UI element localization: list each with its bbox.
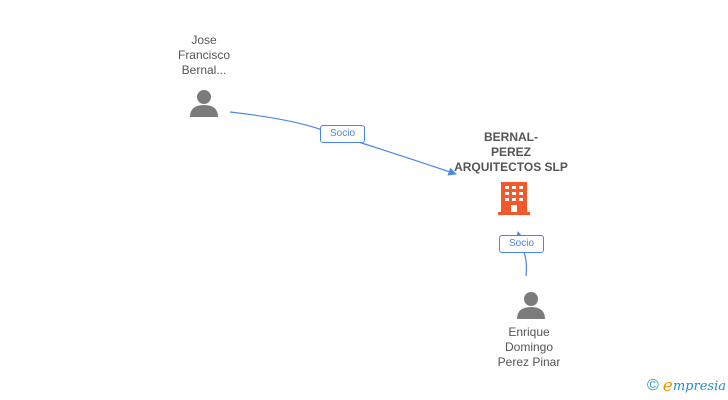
company-name-line-1: BERNAL- [484,130,538,144]
company-name-line-3: ARQUITECTOS SLP [454,160,568,174]
brand-initial: e [662,376,673,396]
person-bottom-name-line-2: Domingo [504,340,554,354]
person-bottom-name-line-3: Perez Pinar [497,355,561,369]
copyright-icon: © [647,377,659,394]
edge-person-top-to-company [229,111,457,176]
person-top-name-line-3: Bernal... [181,63,227,77]
person-top-name[interactable]: Jose Francisco Bernal... [154,33,254,78]
company-name[interactable]: BERNAL- PEREZ ARQUITECTOS SLP [441,130,581,175]
person-icon[interactable] [189,88,219,118]
company-name-line-2: PEREZ [490,145,531,159]
brand-name: mpresia [672,378,726,394]
person-top-name-line-2: Francisco [177,48,230,62]
edge-label-socio-bottom[interactable]: Socio [499,235,544,253]
person-icon[interactable] [516,290,546,320]
person-bottom-name-line-1: Enrique [508,325,550,339]
edge-label-socio-top[interactable]: Socio [320,125,365,143]
person-top-name-line-1: Jose [191,33,217,47]
person-bottom-name[interactable]: Enrique Domingo Perez Pinar [477,325,581,370]
building-icon[interactable] [498,180,530,216]
